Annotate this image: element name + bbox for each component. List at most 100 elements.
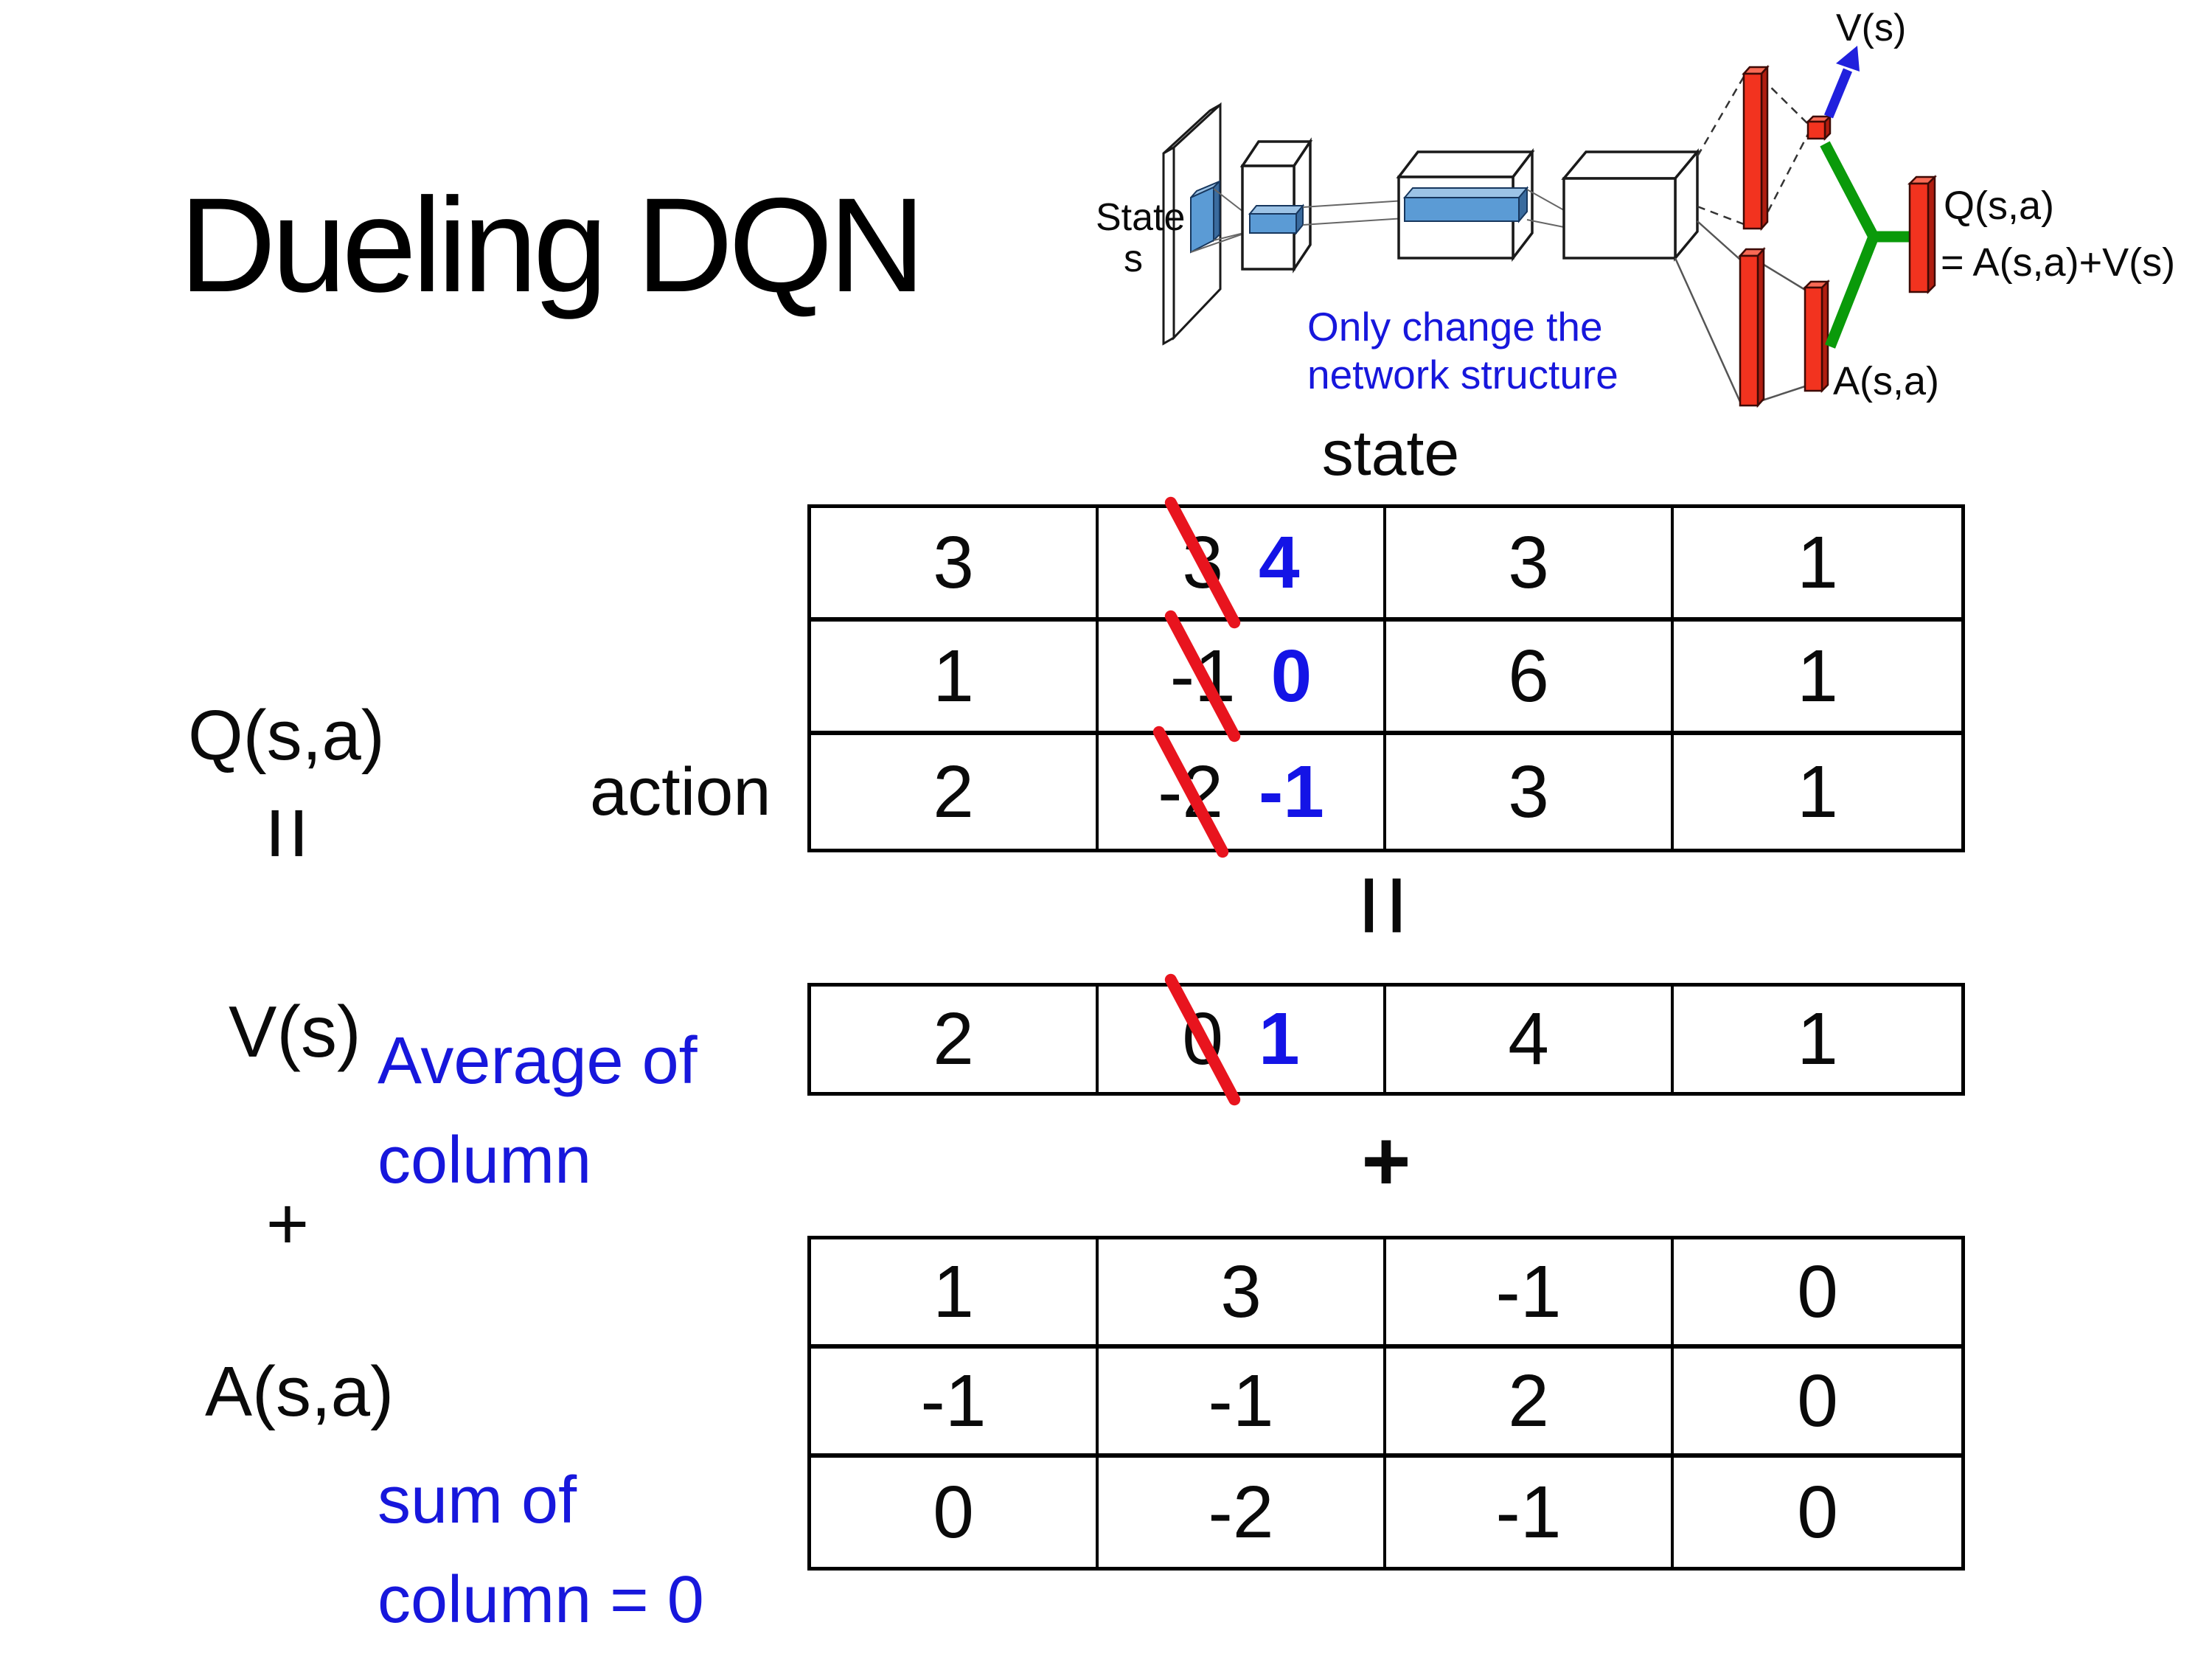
q-matrix-label: Q(s,a): [188, 696, 385, 775]
table-cell: -2 -1: [1099, 735, 1386, 849]
equals-sign-center: =: [1323, 873, 1447, 938]
v-stream-fc-bar: [1742, 64, 1770, 232]
table-cell: 0: [1674, 1349, 1961, 1458]
v-stream-dashed-lines: [1696, 76, 1809, 226]
q-output-bar: [1907, 174, 1938, 295]
aggregation-junction: [1820, 141, 1910, 349]
table-cell: 1: [1674, 735, 1961, 849]
cell-value: -1: [1495, 1470, 1562, 1554]
sum-note-line1: sum of: [378, 1464, 577, 1537]
equals-sign-left: =: [235, 805, 341, 861]
conv-cone-lines-3: [1526, 189, 1565, 228]
cell-value: 1: [1797, 998, 1838, 1080]
cell-value: -2: [1208, 1470, 1274, 1554]
cell-value: 2: [933, 750, 974, 833]
table-cell: 1: [1674, 622, 1961, 735]
a-matrix-label: A(s,a): [205, 1352, 394, 1431]
conv-cone-lines-2: [1302, 200, 1405, 226]
table-cell: 1: [1674, 508, 1961, 622]
cell-value: 0: [1797, 1359, 1838, 1442]
table-cell: 1: [1674, 987, 1961, 1092]
fc-layer-box: [1561, 148, 1700, 262]
conv-filter-patch: [1190, 179, 1220, 254]
state-axis-label: state: [1321, 418, 1460, 489]
table-cell: 0: [1674, 1239, 1961, 1349]
sum-note-line2: column = 0: [378, 1563, 704, 1637]
diagram-note-line1: Only change the: [1307, 304, 1603, 349]
replacement-value: 0: [1270, 634, 1312, 717]
table-cell: 2: [1386, 1349, 1674, 1458]
table-cell: 1: [811, 1239, 1099, 1349]
crossed-out-value: -1: [1169, 634, 1236, 717]
cell-value: 0: [1797, 1470, 1838, 1554]
plus-sign-center: +: [1361, 1113, 1411, 1208]
average-note-line1: Average of: [378, 1024, 698, 1098]
a-stream-fc-bar: [1738, 246, 1766, 408]
table-cell: -1: [1386, 1458, 1674, 1567]
dueling-network-diagram: State s V(s) Q(s,a) = A(s,a)+V(s) A(s,a)…: [1096, 7, 2175, 408]
table-cell: 1: [811, 622, 1099, 735]
cell-value: 1: [1797, 634, 1838, 717]
feature-bar-1: [1248, 204, 1305, 235]
v-output-arrow: [1823, 46, 1860, 119]
table-cell: -1 0: [1099, 622, 1386, 735]
cell-value: 1: [933, 634, 974, 717]
sum-of-column-note: sum of column = 0: [378, 1451, 704, 1650]
plus-sign-left: +: [265, 1183, 310, 1265]
cell-value: 4: [1508, 998, 1549, 1080]
table-cell: 0: [811, 1458, 1099, 1567]
cell-value: -1: [1208, 1359, 1274, 1442]
cell-value: 3: [1508, 750, 1549, 833]
diagram-state-s: s: [1124, 237, 1143, 280]
diagram-q-formula-line1: Q(s,a): [1944, 184, 2054, 228]
v-scalar-node: [1805, 114, 1833, 142]
cell-value: -1: [920, 1359, 987, 1442]
diagram-q-formula-line2: = A(s,a)+V(s): [1941, 240, 2175, 285]
table-cell: 6: [1386, 622, 1674, 735]
cell-value: 1: [1797, 750, 1838, 833]
diagram-a-output-label: A(s,a): [1833, 359, 1939, 403]
replacement-value: 4: [1259, 521, 1300, 604]
cell-value: 6: [1508, 634, 1549, 717]
a-value-table: 1 3 -1 0 -1 -1 2 0 0 -2 -1 0: [807, 1236, 1965, 1571]
cell-value: 1: [933, 1250, 974, 1333]
action-axis-label: action: [590, 754, 771, 830]
replacement-value: 1: [1259, 998, 1300, 1080]
crossed-out-value: 0: [1182, 998, 1223, 1080]
crossed-out-value: 3: [1182, 521, 1223, 604]
crossed-out-value: -2: [1158, 750, 1223, 833]
cell-value: 3: [1508, 521, 1549, 604]
table-cell: -1: [811, 1349, 1099, 1458]
replacement-value: -1: [1259, 750, 1324, 833]
diagram-note-line2: network structure: [1307, 352, 1618, 397]
table-cell: 3: [811, 508, 1099, 622]
diagram-state-label: State: [1096, 196, 1185, 239]
cell-value: 3: [933, 521, 974, 604]
feature-bar-2: [1402, 186, 1529, 223]
a-output-bar: [1802, 279, 1831, 394]
average-note-line2: column: [378, 1124, 592, 1197]
cell-value: 3: [1220, 1250, 1262, 1333]
diagram-v-output-label: V(s): [1836, 7, 1906, 49]
average-of-column-note: Average of column: [378, 1012, 698, 1211]
cell-value: 2: [933, 998, 974, 1080]
table-cell: -1: [1386, 1239, 1674, 1349]
table-cell: 3: [1386, 735, 1674, 849]
a-stream-lines: [1674, 220, 1806, 403]
table-cell: 0: [1674, 1458, 1961, 1567]
slide-title: Dueling DQN: [179, 170, 925, 320]
table-cell: -1: [1099, 1349, 1386, 1458]
cell-value: 2: [1508, 1359, 1549, 1442]
cell-value: 0: [933, 1470, 974, 1554]
cell-value: 0: [1797, 1250, 1838, 1333]
table-cell: 3: [1099, 1239, 1386, 1349]
table-cell: -2: [1099, 1458, 1386, 1567]
v-matrix-label: V(s): [229, 991, 361, 1072]
cell-value: 1: [1797, 521, 1838, 604]
table-cell: 4: [1386, 987, 1674, 1092]
